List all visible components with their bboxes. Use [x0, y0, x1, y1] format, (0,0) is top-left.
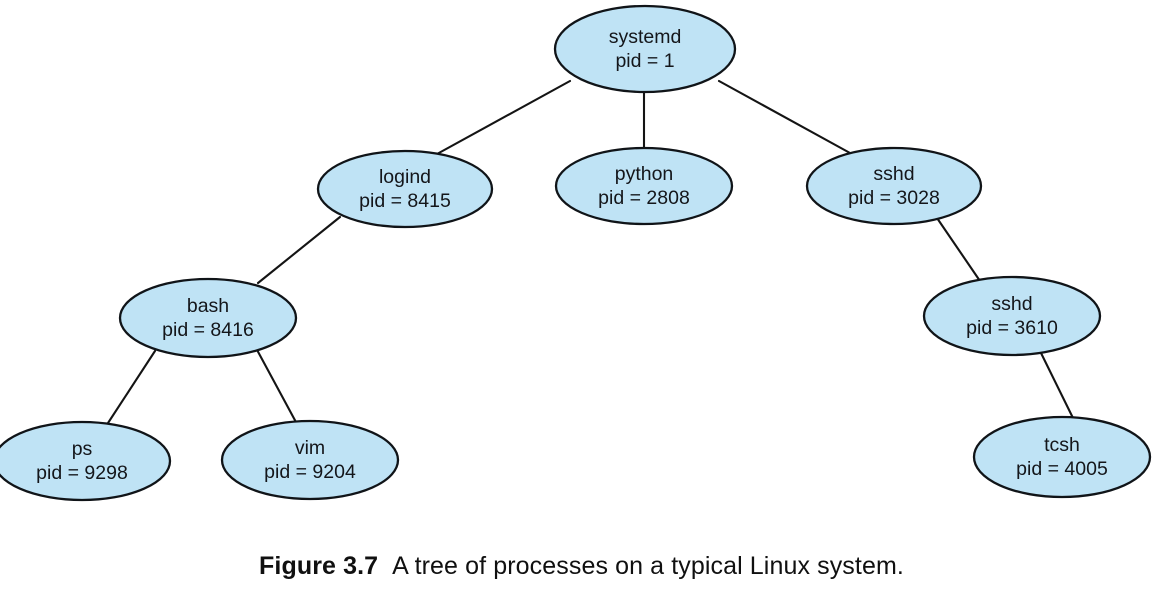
edge-systemd-to-logind	[435, 79, 572, 156]
node-name-logind: logind	[379, 166, 431, 188]
node-ellipse-tcsh	[972, 415, 1152, 499]
node-name-ps: ps	[72, 438, 93, 460]
edge-sshd2-to-tcsh	[1039, 351, 1075, 420]
edges-layer	[106, 79, 1075, 426]
edge-bash-to-ps	[106, 349, 157, 425]
node-ellipse-logind	[316, 149, 494, 229]
node-name-sshd1: sshd	[873, 163, 914, 185]
node-name-python: python	[615, 163, 674, 185]
node-ellipse-python	[554, 146, 734, 226]
node-pid-sshd2: pid = 3610	[966, 317, 1058, 339]
node-pid-tcsh: pid = 4005	[1016, 458, 1108, 480]
node-ellipse-sshd1	[805, 146, 983, 226]
node-name-bash: bash	[187, 295, 229, 317]
figure-caption-text: A tree of processes on a typical Linux s…	[392, 552, 904, 580]
node-ellipse-sshd2	[922, 275, 1102, 357]
node-ellipse-systemd	[553, 4, 737, 94]
node-pid-ps: pid = 9298	[36, 462, 128, 484]
figure-caption-label: Figure 3.7	[259, 552, 379, 580]
edge-systemd-to-sshd1	[717, 79, 852, 155]
node-ellipse-vim	[220, 419, 400, 501]
edge-bash-to-vim	[254, 346, 299, 426]
node-pid-logind: pid = 8415	[359, 190, 451, 212]
node-pid-python: pid = 2808	[598, 187, 690, 209]
node-name-tcsh: tcsh	[1044, 434, 1080, 456]
node-ellipse-bash	[118, 277, 298, 359]
node-name-systemd: systemd	[609, 26, 682, 48]
node-pid-systemd: pid = 1	[615, 50, 674, 72]
node-name-sshd2: sshd	[991, 293, 1032, 315]
edge-logind-to-bash	[256, 215, 342, 285]
node-ellipse-ps	[0, 420, 172, 502]
node-pid-bash: pid = 8416	[162, 319, 254, 341]
node-name-vim: vim	[295, 437, 325, 459]
figure-caption: Figure 3.7 A tree of processes on a typic…	[0, 552, 1163, 581]
node-pid-sshd1: pid = 3028	[848, 187, 940, 209]
edge-sshd1-to-sshd2	[935, 216, 982, 283]
node-pid-vim: pid = 9204	[264, 461, 356, 483]
